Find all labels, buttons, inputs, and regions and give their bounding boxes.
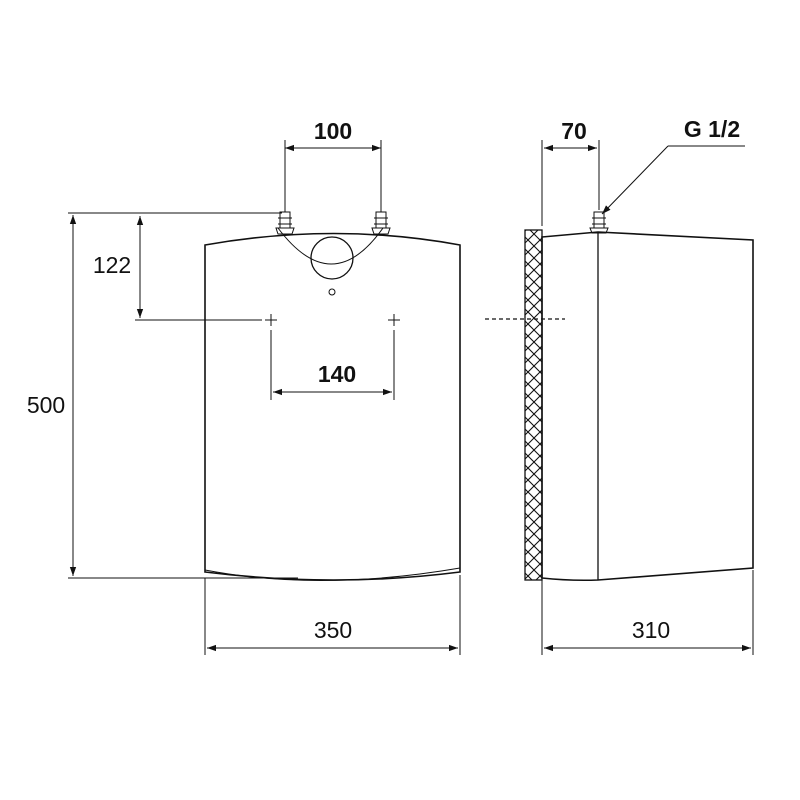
- front-tank-bottom-curve: [204, 567, 461, 582]
- dim-mount-height: 122: [93, 216, 262, 321]
- thread-callout: G 1/2: [601, 116, 745, 215]
- side-pipe-fitting: [589, 211, 609, 234]
- mount-point-left: [265, 314, 277, 326]
- thread-label: G 1/2: [684, 116, 740, 142]
- dim-label-122: 122: [93, 252, 131, 278]
- dim-label-70: 70: [561, 118, 587, 144]
- dim-label-350: 350: [314, 617, 352, 643]
- indicator-dot: [328, 288, 336, 296]
- front-tank-body: [204, 232, 461, 581]
- side-tank-body: [541, 231, 754, 582]
- dim-mount-spacing: 140: [270, 330, 395, 400]
- front-pipe-recess: [277, 227, 384, 265]
- dim-pipe-spacing: 100: [284, 118, 382, 212]
- left-pipe-fitting: [275, 211, 295, 235]
- dim-total-height: 500: [27, 212, 298, 579]
- front-view: [204, 211, 461, 582]
- mount-point-right: [388, 314, 400, 326]
- dim-width: 350: [204, 575, 461, 655]
- wall-hatched: [524, 229, 543, 581]
- dim-wall-offset: 70: [541, 118, 600, 226]
- dim-depth: 310: [541, 570, 754, 655]
- dim-label-140: 140: [318, 361, 356, 387]
- dim-label-500: 500: [27, 392, 65, 418]
- dim-label-100: 100: [314, 118, 352, 144]
- side-view: [485, 211, 754, 582]
- thermostat-dial: [310, 236, 354, 280]
- dim-label-310: 310: [632, 617, 670, 643]
